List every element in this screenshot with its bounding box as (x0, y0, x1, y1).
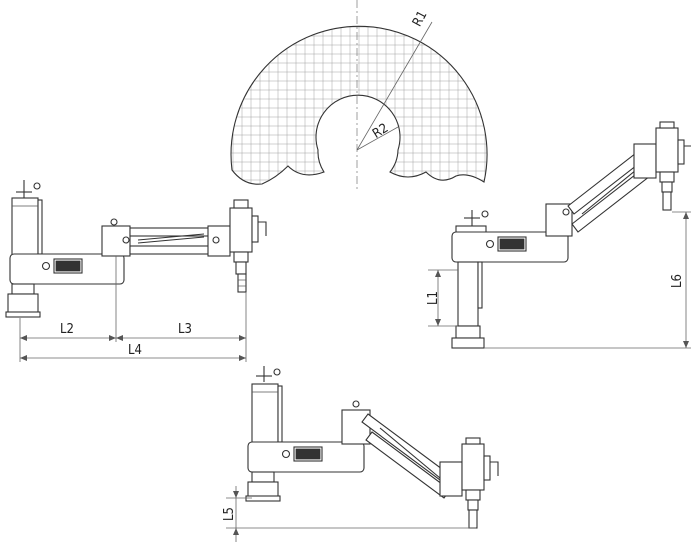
column-body (251, 383, 279, 445)
gas-spring (137, 233, 205, 241)
radius-inner-label: R2 (370, 121, 391, 142)
gas-spring (581, 169, 637, 215)
tapping-head-handle (258, 221, 267, 236)
gas-spring (379, 427, 441, 479)
parallel-arm-lower (129, 245, 211, 255)
dimension-lines-vertical-right: L1 L6 (426, 211, 691, 349)
arm-joint-block (341, 409, 371, 445)
arm-head-block (439, 461, 463, 497)
parallel-arm-lower (365, 431, 451, 499)
dim-l4-label: L4 (128, 343, 142, 358)
pedestal (451, 337, 485, 349)
radius-inner-line (356, 126, 399, 151)
tap-chuck (237, 273, 247, 293)
column-body (457, 261, 479, 327)
working-area-diagram: R1 R2 (230, 0, 488, 190)
working-area-outline (230, 25, 488, 185)
radius-outer-label: R1 (410, 8, 431, 29)
dim-l2-label: L2 (60, 322, 74, 337)
tap-chuck (468, 509, 478, 529)
pedestal (11, 283, 35, 295)
dim-l3-label: L3 (178, 322, 192, 337)
arm-view-raised (451, 121, 691, 349)
column-knob (33, 182, 41, 190)
tap-chuck (662, 191, 672, 211)
dim-l6-label: L6 (670, 274, 685, 288)
dim-l5-label: L5 (222, 507, 237, 521)
arm-joint-block (545, 203, 573, 237)
radius-outer-line (356, 21, 433, 151)
working-area-grid (231, 26, 488, 185)
dimension-lines-horizontal: L2 L3 L4 (19, 256, 247, 362)
dimension-lines-vertical-bottom: L5 (222, 486, 476, 542)
tapping-motor (229, 207, 253, 253)
arm-view-extended (5, 180, 267, 318)
column-body (11, 197, 39, 259)
tapping-motor (655, 127, 679, 173)
tapping-motor (461, 443, 485, 491)
dim-l1-label: L1 (426, 291, 441, 305)
arm-head-block (633, 143, 657, 179)
arm-view-lowered (245, 366, 499, 529)
